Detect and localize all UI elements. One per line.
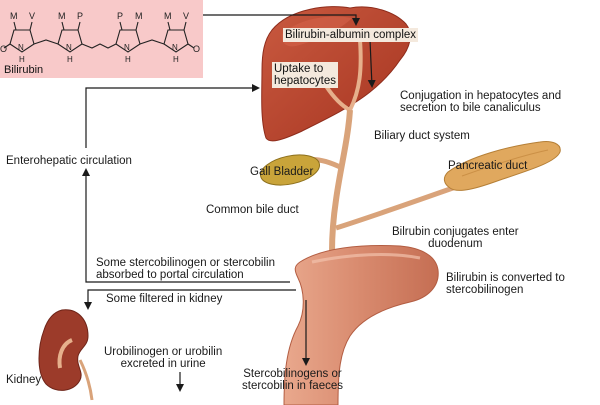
hydrogen-1: H (19, 55, 25, 64)
stercobilinogen-absorbed-label: Some stercobilinogen or stercobilin abso… (96, 257, 275, 281)
gall-bladder (260, 154, 320, 186)
bilirubin-albumin-complex-label: Bilirubin-albumin complex (283, 28, 419, 42)
ring-label-8: V (183, 11, 189, 21)
bilirubin-molecule-box (0, 0, 203, 78)
ring-label-6: M (135, 11, 143, 21)
ring-label-5: P (117, 11, 123, 21)
nitrogen-3: N (124, 43, 130, 52)
arrow-enterohepatic-loop (82, 168, 290, 283)
pancreatic-duct-label: Pancreatic duct (448, 160, 528, 172)
hepatic-duct-left (324, 84, 351, 112)
conjugation-label: Conjugation in hepatocytes and secretion… (400, 90, 562, 114)
common-bile-duct-label: Common bile duct (206, 204, 299, 216)
oxygen-left: O (0, 44, 7, 54)
gall-bladder-label: Gall Bladder (250, 166, 314, 178)
intestine-highlight (311, 253, 421, 264)
nitrogen-1: N (18, 43, 24, 52)
uptake-to-hepatocytes-label: Uptake to hepatocytes (272, 62, 339, 88)
nitrogen-4: N (172, 43, 178, 52)
ureter (78, 359, 94, 401)
faeces-label: Stercobilinogens or stercobilin in faece… (242, 368, 343, 392)
kidney-label: Kidney (6, 374, 42, 386)
kidney-pelvis (57, 338, 73, 369)
ring-label-7: M (164, 11, 172, 21)
common-bile-duct (329, 109, 353, 253)
biliary-duct-system-label: Biliary duct system (374, 130, 470, 142)
ring-label-1: M (10, 11, 18, 21)
conjugates-enter-duodenum-label: Bilrubin conjugates enter duodenum (392, 226, 519, 250)
filtered-in-kidney-label: Some filtered in kidney (106, 293, 223, 305)
hydrogen-3: H (125, 55, 131, 64)
ring-label-4: P (77, 11, 83, 21)
hydrogen-4: H (173, 55, 179, 64)
oxygen-right: O (193, 44, 200, 54)
arrow-enterohepatic-to-liver (85, 84, 260, 148)
arrow-filtered-kidney (84, 289, 296, 310)
ring-label-2: V (29, 11, 35, 21)
arrow-to-liver-complex (203, 14, 360, 26)
enterohepatic-circulation-label: Enterohepatic circulation (6, 155, 132, 167)
arrow-complex-to-conjugation (367, 39, 376, 88)
ring-label-3: M (58, 11, 66, 21)
converted-to-stercobilinogen-label: Bilirubin is converted to stercobilinoge… (446, 272, 565, 296)
hepatic-duct-right (348, 39, 363, 111)
intestine (283, 245, 439, 405)
urobilinogen-excreted-label: Urobilinogen or urobilin excreted in uri… (104, 346, 223, 370)
hydrogen-2: H (67, 55, 73, 64)
nitrogen-2: N (66, 43, 72, 52)
pancreas-texture (461, 149, 549, 177)
bilirubin-structure (3, 21, 195, 53)
bilirubin-name-label: Bilirubin (4, 64, 44, 76)
pancreatic-duct-tube (335, 179, 471, 231)
